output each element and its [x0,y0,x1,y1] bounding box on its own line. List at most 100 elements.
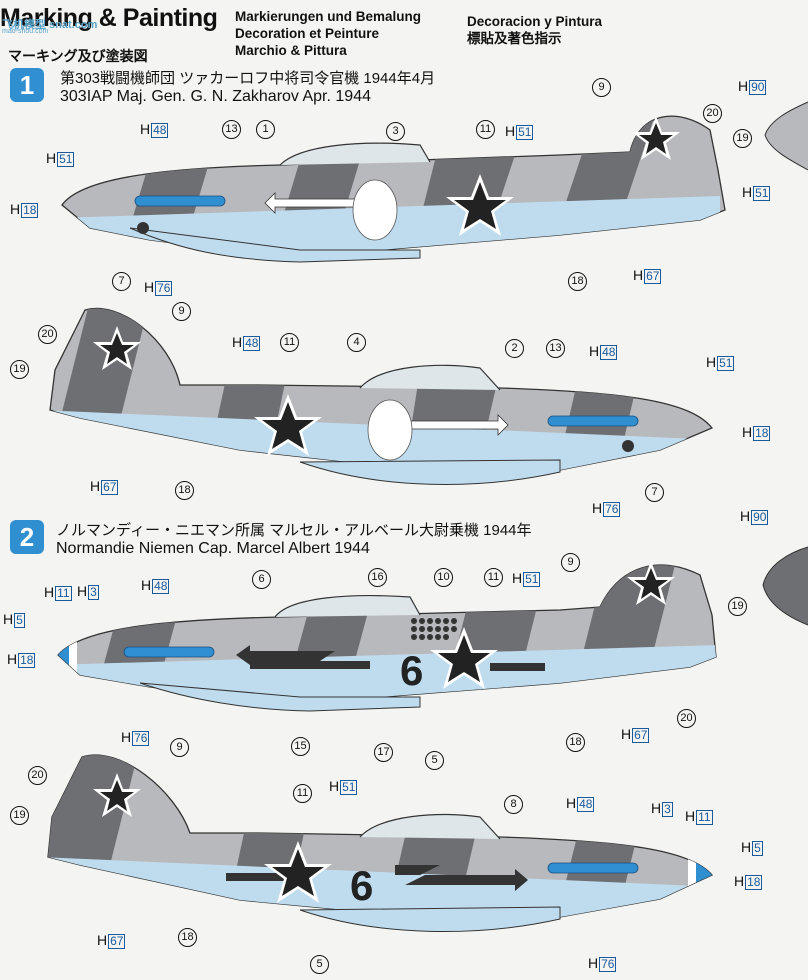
exhaust-icon [622,440,634,452]
lang-col1: Markierungen und Bemalung Decoration et … [235,8,421,59]
decal-callout: 19 [733,129,752,148]
scheme-2-badge: 2 [10,520,44,554]
decal-callout: 20 [38,325,57,344]
decal-callout: 5 [425,751,444,770]
decal-callout: 19 [728,597,747,616]
decal-callout: 4 [347,333,366,352]
decal-callout: 1 [256,120,275,139]
decal-callout: 19 [10,360,29,379]
tail-star-icon [627,561,675,605]
victory-markings-icon [411,618,457,640]
aircraft-profile-2a: 6 [57,561,717,712]
decal-callout: 20 [677,709,696,728]
decal-callout: 20 [28,766,47,785]
top-view-fragment-1 [764,101,808,171]
page-title: Marking & Painting [0,4,218,32]
scheme-2-title: ノルマンディー・ニエマン所属 マルセル・アルベール大尉乗機 1944年 Norm… [56,522,532,558]
lightning-bolt-marking [395,865,528,891]
decal-callout: 9 [170,738,189,757]
emblem-icon [352,179,398,241]
tail-star-icon [93,326,141,370]
lang-col2: Decoracion y Pintura 標貼及著色指示 [467,13,602,47]
scheme-1-title: 第303戦闘機師団 ツァカーロフ中将司令官機 1944年4月 303IAP Ma… [60,70,435,106]
emblem-icon [367,399,413,461]
decal-callout: 13 [222,120,241,139]
decal-callout: 9 [592,78,611,97]
decal-callout: 8 [504,795,523,814]
aircraft-profile-2b: 6 [47,754,714,933]
decal-callout: 9 [561,553,580,572]
lang-zh: 標貼及著色指示 [467,31,562,46]
red-star-icon [254,394,322,456]
decal-callout: 10 [434,568,453,587]
decal-callout: 6 [252,570,271,589]
decal-callout: 16 [368,568,387,587]
decal-callout: 17 [374,743,393,762]
decal-callout: 5 [310,955,329,974]
watermark-sub: mao-shou.com [2,28,49,35]
decal-callout: 18 [178,928,197,947]
scheme-1-title-jp: 第303戦闘機師団 ツァカーロフ中将司令官機 1944年4月 [60,70,436,87]
decal-callout: 13 [546,339,565,358]
aircraft-profile-1b [49,307,714,485]
fuselage-code: 6 [350,862,373,909]
scheme-2-title-en: Normandie Niemen Cap. Marcel Albert 1944 [56,540,370,557]
decal-callout: 15 [291,737,310,756]
decal-callout: 18 [566,733,585,752]
decal-callout: 11 [484,568,503,587]
decal-callout: 18 [175,481,194,500]
lightning-bolt-marking [236,645,370,669]
red-star-icon [264,841,332,903]
aircraft-profile-1a [61,115,726,263]
decal-callout: 7 [645,483,664,502]
lang-fr: Decoration et Peinture [235,26,380,41]
decal-callout: 18 [568,272,587,291]
lang-it: Marchio & Pittura [235,43,347,58]
decal-callout: 20 [703,104,722,123]
tail-star-icon [632,116,680,160]
top-view-fragment-2 [762,546,808,626]
decal-callout: 3 [386,122,405,141]
decal-callout: 11 [280,333,299,352]
scheme-1-badge: 1 [10,68,44,102]
lang-de: Markierungen und Bemalung [235,9,422,24]
tail-star-icon [93,773,141,817]
red-star-icon [430,627,498,689]
decal-callout: 9 [172,302,191,321]
decal-callout: 2 [505,339,524,358]
decal-callout: 11 [476,120,495,139]
fuselage-code: 6 [400,647,423,694]
decal-callout: 11 [293,784,312,803]
scheme-1-title-en: 303IAP Maj. Gen. G. N. Zakharov Apr. 194… [60,88,371,105]
lang-es: Decoracion y Pintura [467,14,603,29]
red-star-icon [446,174,514,236]
watermark: 飞机模型 snat.com [2,19,98,31]
